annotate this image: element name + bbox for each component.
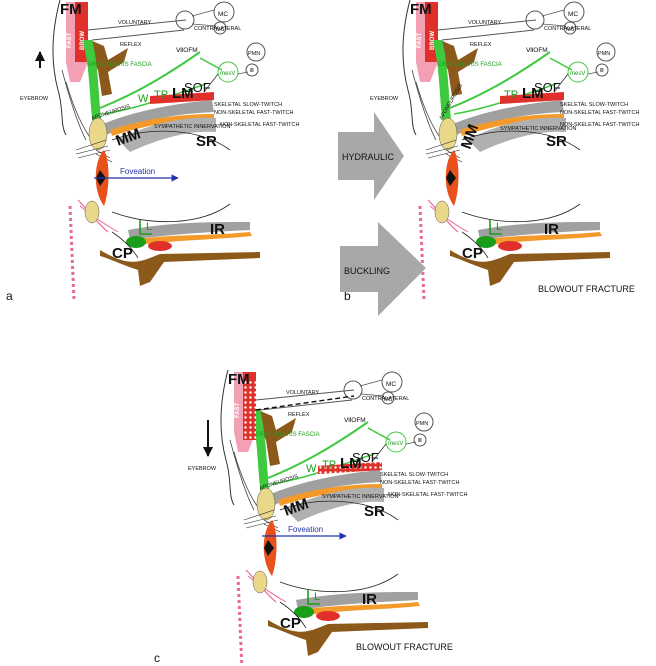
- label-fm: FM: [228, 371, 250, 388]
- label-sympathetic: SYMPATHETIC INNERVATION: [154, 124, 231, 130]
- label-reflex: REFLEX: [470, 42, 492, 48]
- label-contralateral: CONTRALATERAL: [544, 26, 591, 32]
- label-fast: FAST: [417, 32, 423, 48]
- label-orbicularis-fascia: ORBICULARIS FASCIA: [438, 62, 502, 68]
- label-reflex: REFLEX: [288, 412, 310, 418]
- label-eyebrow: EYEBROW: [20, 96, 49, 102]
- label-skeletal-slow: SKELETAL SLOW-TWITCH: [380, 472, 448, 478]
- label-pmn: PMN: [416, 421, 428, 427]
- label-orbicularis-fascia: ORBICULARIS FASCIA: [88, 62, 152, 68]
- panel-b: FM FAST BROW VOLUNTARY CONTRALATERAL REF…: [344, 0, 639, 303]
- label-lm: LM: [172, 85, 194, 102]
- label-reflex: REFLEX: [120, 42, 142, 48]
- label-cp: CP: [280, 615, 301, 632]
- label-blowout-fracture: BLOWOUT FRACTURE: [356, 642, 453, 652]
- panel-c: FM FAST VOLUNTARY CONTRALATERAL REFLEX Ⅶ…: [154, 368, 467, 666]
- label-l: L: [314, 591, 320, 603]
- label-voluntary: VOLUNTARY: [468, 20, 501, 26]
- label-cp: CP: [462, 245, 483, 262]
- label-lm: LM: [522, 85, 544, 102]
- label-viiofm: ⅦOFM: [526, 47, 548, 54]
- label-fast: FAST: [67, 32, 73, 48]
- label-brow: BROW: [80, 31, 86, 50]
- label-cn3: Ⅲ: [600, 68, 604, 74]
- label-mc: MC: [386, 381, 396, 388]
- label-mesv: mesV: [388, 441, 403, 447]
- label-brow: BROW: [430, 31, 436, 50]
- label-tp: TP: [322, 459, 336, 471]
- label-cp: CP: [112, 245, 133, 262]
- label-nonskeletal-fast-1: NON-SKELETAL FAST-TWITCH: [380, 480, 459, 486]
- label-w: W: [306, 463, 317, 475]
- label-l: L: [496, 221, 502, 233]
- label-tp: TP: [154, 89, 168, 101]
- label-sr: SR: [546, 133, 567, 150]
- label-mesv: mesV: [220, 71, 235, 77]
- label-nonskeletal-fast-2: NON-SKELETAL FAST-TWITCH: [388, 492, 467, 498]
- hydraulic-pointer: HYDRAULIC: [338, 112, 404, 200]
- label-voluntary: VOLUNTARY: [118, 20, 151, 26]
- label-skeletal-slow: SKELETAL SLOW-TWITCH: [214, 102, 282, 108]
- label-eyebrow: EYEBROW: [188, 466, 217, 472]
- label-cn3: Ⅲ: [250, 68, 254, 74]
- label-mesv: mesV: [570, 71, 585, 77]
- label-sympathetic: SYMPATHETIC INNERVATION: [500, 126, 577, 132]
- panel-letter-b: b: [344, 289, 351, 303]
- label-mc: MC: [218, 11, 228, 18]
- label-nonskeletal-fast-2: NON-SKELETAL FAST-TWITCH: [560, 122, 639, 128]
- label-mc-small: MC: [216, 27, 225, 33]
- label-l: L: [146, 221, 152, 233]
- label-pmn: PMN: [248, 51, 260, 57]
- label-foveation: Foveation: [120, 167, 155, 176]
- label-mc-small: MC: [566, 27, 575, 33]
- label-hydraulic: HYDRAULIC: [342, 152, 395, 162]
- label-fm: FM: [60, 1, 82, 18]
- label-blowout-fracture: BLOWOUT FRACTURE: [538, 284, 635, 294]
- label-fm: FM: [410, 1, 432, 18]
- label-nonskeletal-fast-1: NON-SKELETAL FAST-TWITCH: [214, 110, 293, 116]
- label-fast: FAST: [235, 402, 241, 418]
- label-skeletal-slow: SKELETAL SLOW-TWITCH: [560, 102, 628, 108]
- label-contralateral: CONTRALATERAL: [362, 396, 409, 402]
- label-ir: IR: [210, 221, 225, 238]
- panel-letter-a: a: [6, 289, 13, 303]
- buckling-pointer: BUCKLING: [340, 222, 426, 316]
- label-nonskeletal-fast-1: NON-SKELETAL FAST-TWITCH: [560, 110, 639, 116]
- label-nonskeletal-fast-2: NON-SKELETAL FAST-TWITCH: [220, 122, 299, 128]
- panel-letter-c: c: [154, 651, 160, 665]
- panel-a: FM FAST BROW VOLUNTARY CONTRALATERAL REF…: [6, 0, 299, 303]
- label-viiofm: ⅦOFM: [344, 417, 366, 424]
- label-contralateral: CONTRALATERAL: [194, 26, 241, 32]
- label-foveation: Foveation: [288, 525, 323, 534]
- label-mc-small: MC: [384, 397, 393, 403]
- label-mc: MC: [568, 11, 578, 18]
- label-eyebrow: EYEBROW: [370, 96, 399, 102]
- label-sof: SOF: [352, 450, 379, 465]
- label-sr: SR: [196, 133, 217, 150]
- label-sof: SOF: [184, 80, 211, 95]
- label-sympathetic: SYMPATHETIC INNERVATION: [322, 494, 399, 500]
- label-ir: IR: [544, 221, 559, 238]
- label-sof: SOF: [534, 80, 561, 95]
- label-cn3: Ⅲ: [418, 438, 422, 444]
- label-viiofm: ⅦOFM: [176, 47, 198, 54]
- label-tp: TP: [504, 89, 518, 101]
- label-pmn: PMN: [598, 51, 610, 57]
- label-orbicularis-fascia: ORBICULARIS FASCIA: [256, 432, 320, 438]
- label-sr: SR: [364, 503, 385, 520]
- label-buckling: BUCKLING: [344, 266, 390, 276]
- label-voluntary: VOLUNTARY: [286, 390, 319, 396]
- label-w: W: [138, 93, 149, 105]
- label-lm: LM: [340, 455, 362, 472]
- label-ir: IR: [362, 591, 377, 608]
